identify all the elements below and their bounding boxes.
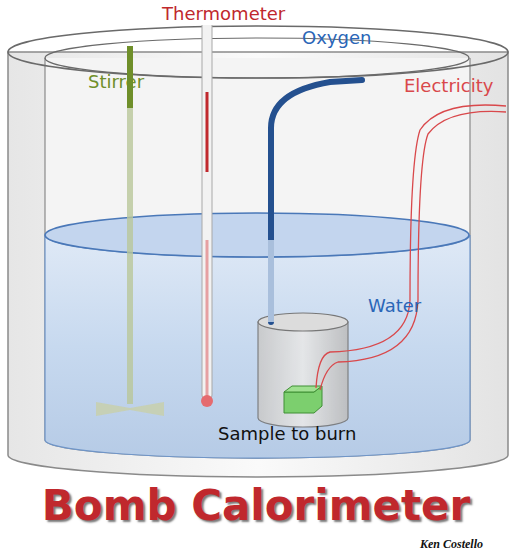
- water-surface: [45, 213, 469, 257]
- water-body: [45, 235, 470, 458]
- thermometer-mercury-submerged: [206, 240, 209, 396]
- thermometer-mercury: [206, 92, 209, 172]
- oxygen-label: Oxygen: [302, 28, 371, 49]
- bomb-vessel: [258, 322, 348, 427]
- oxygen-hose-submerged: [268, 240, 274, 322]
- thermometer-label: Thermometer: [160, 4, 287, 25]
- stirrer-rod-submerged: [127, 108, 133, 404]
- stirrer-paddle: [96, 402, 164, 416]
- diagram-title: Bomb Calorimeter: [42, 482, 470, 530]
- signature-label: Ken Costello: [420, 538, 483, 552]
- thermometer-bulb: [201, 395, 213, 407]
- inner-vessel: [45, 58, 470, 458]
- ignition-wire: [316, 105, 506, 388]
- outer-rim: [8, 26, 508, 78]
- electricity-label: Electricity: [404, 76, 493, 97]
- sample-block: [284, 386, 322, 413]
- outer-jacket: [8, 52, 508, 477]
- stirrer-label: Stirrer: [88, 72, 144, 93]
- oxygen-hose: [271, 80, 362, 322]
- water-label: Water: [368, 296, 421, 317]
- ignition-wire: [320, 111, 506, 390]
- thermometer-tube: [202, 12, 212, 400]
- sample-label: Sample to burn: [218, 424, 356, 445]
